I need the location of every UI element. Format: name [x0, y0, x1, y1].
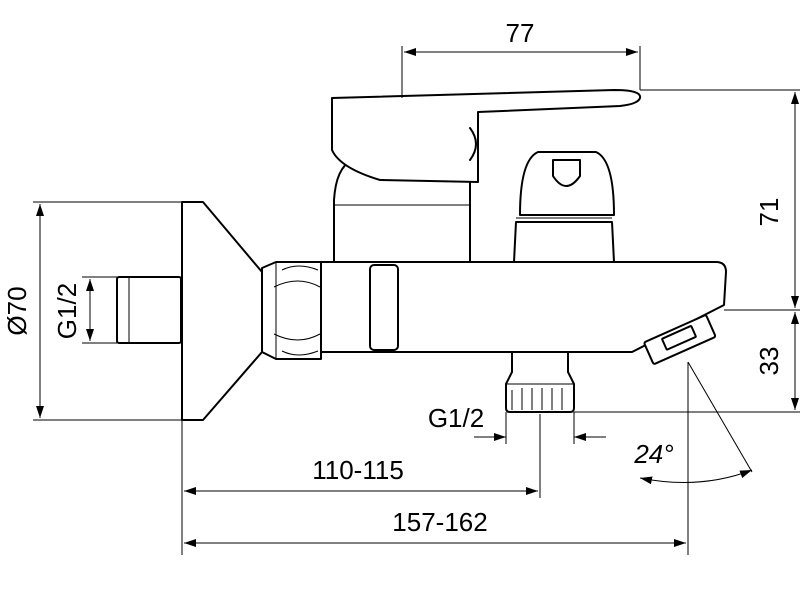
inlet-pipe	[116, 276, 182, 344]
wall-escutcheon	[181, 201, 263, 421]
extension-lines	[33, 46, 800, 555]
diverter-knob	[519, 151, 615, 216]
dimension-labels: Ø70 G1/2 77 71 33 G1/2 110-115 157-162 2…	[2, 18, 784, 537]
label-length-outlet: 110-115	[312, 455, 404, 485]
label-height-spout: 33	[754, 347, 784, 376]
dim-arc-angle	[639, 469, 753, 485]
diverter-base	[513, 221, 615, 263]
hex-nut	[261, 261, 322, 360]
lever-pivot	[469, 127, 477, 161]
label-thread-left: G1/2	[52, 283, 82, 339]
label-diameter: Ø70	[2, 286, 32, 335]
label-thread-bottom: G1/2	[428, 403, 484, 433]
label-length-total: 157-162	[392, 507, 487, 537]
faucet-outline	[116, 89, 727, 421]
bottom-outlet	[505, 351, 575, 413]
label-lever-width: 77	[506, 18, 535, 48]
mixer-lever	[331, 89, 642, 183]
spout-aerator	[643, 314, 717, 365]
label-height-top: 71	[754, 198, 784, 227]
body-band	[369, 264, 399, 351]
dimension-lines	[36, 48, 799, 547]
label-angle: 24°	[633, 439, 673, 469]
